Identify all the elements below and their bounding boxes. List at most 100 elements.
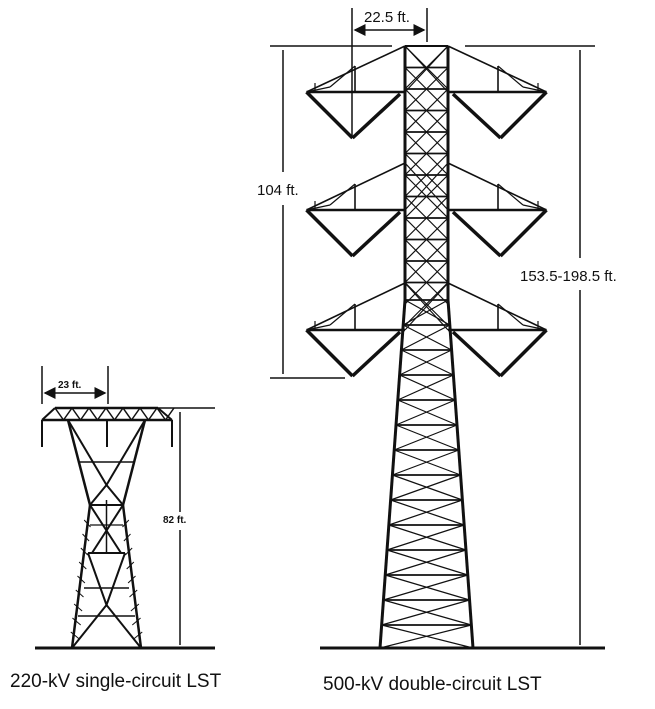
small-tower-height-label: 82 ft. [163,515,187,526]
insulator [499,208,548,258]
truss-member [131,617,141,626]
large-tower-height-label: 153.5-198.5 ft. [520,268,617,285]
tower-leg [70,504,92,649]
insulator [499,90,548,140]
truss-member [394,424,458,451]
truss-member [139,407,150,421]
truss-member [105,484,124,506]
large-tower-width-label: 22.5 ft. [364,9,410,26]
truss-member [67,419,108,486]
truss-member [156,407,167,421]
small-tower-220kv [41,406,175,649]
truss-member [96,407,107,421]
truss-member [130,407,141,421]
truss-member [91,504,124,554]
dimension-lines [35,8,605,650]
truss-member [126,561,135,570]
small-tower-caption: 220-kV single-circuit LST [10,671,222,692]
truss-member [73,603,83,612]
truss-member [392,474,463,501]
truss-member [105,419,146,486]
insulator [305,90,354,140]
truss-member [164,407,175,421]
truss-member [404,45,449,93]
truss-member [70,631,80,640]
truss-member [329,65,356,88]
insulator [451,92,502,140]
tower-leg [446,299,475,649]
truss-member [306,204,331,211]
truss-member [124,547,133,556]
truss-member [123,533,131,542]
truss-member [404,282,449,326]
truss-member [89,484,108,506]
truss-member [133,631,143,640]
truss-member [395,399,456,426]
truss-member [157,407,173,421]
truss-member [77,575,86,584]
large-tower-caption: 500-kV double-circuit LST [323,674,542,695]
truss-member [83,519,91,528]
truss-member [127,575,136,584]
small-tower-width-label: 23 ft. [58,380,82,391]
truss-member [522,204,547,211]
tower-leg [378,299,407,649]
truss-member [399,374,456,401]
truss-member [497,183,524,206]
truss-member [397,399,458,426]
insulator [451,210,502,258]
truss-member [404,299,451,326]
truss-member [402,299,449,326]
truss-member [522,86,547,93]
truss-member [72,617,82,626]
truss-member [62,407,73,421]
insulator [351,330,402,378]
truss-member [113,407,124,421]
truss-member [379,624,472,649]
truss-member [397,374,454,401]
truss-member [402,324,452,351]
truss-member [122,407,133,421]
insulator [351,210,402,258]
truss-member [401,324,451,351]
truss-member [306,324,331,331]
truss-member [147,407,158,421]
truss-member [71,407,82,421]
truss-member [399,349,452,376]
truss-member [394,449,461,476]
truss-member [383,574,468,601]
truss-member [392,449,459,476]
truss-member [386,524,465,551]
truss-member [88,407,99,421]
truss-member [404,282,449,331]
truss-member [129,589,138,598]
truss-member [497,303,524,326]
insulator [305,208,354,258]
insulator [451,330,502,378]
large-tower-arm-span-label: 104 ft. [257,182,299,199]
truss-member [78,561,87,570]
truss-member [522,324,547,331]
truss-member [82,533,90,542]
truss-member [75,589,84,598]
truss-member [329,303,356,326]
truss-member [381,599,470,626]
truss-member [54,407,65,421]
truss-member [395,424,459,451]
insulator [499,328,548,378]
truss-member [105,604,142,649]
insulator [305,328,354,378]
truss-member [89,504,122,554]
truss-member [329,183,356,206]
truss-member [404,162,449,211]
truss-member [122,519,130,528]
truss-member [497,65,524,88]
truss-member [401,349,454,376]
truss-member [105,552,126,606]
large-tower-500kv [305,45,548,649]
truss-member [385,549,467,576]
insulator [351,92,402,140]
truss-member [130,603,140,612]
truss-member [41,407,56,421]
